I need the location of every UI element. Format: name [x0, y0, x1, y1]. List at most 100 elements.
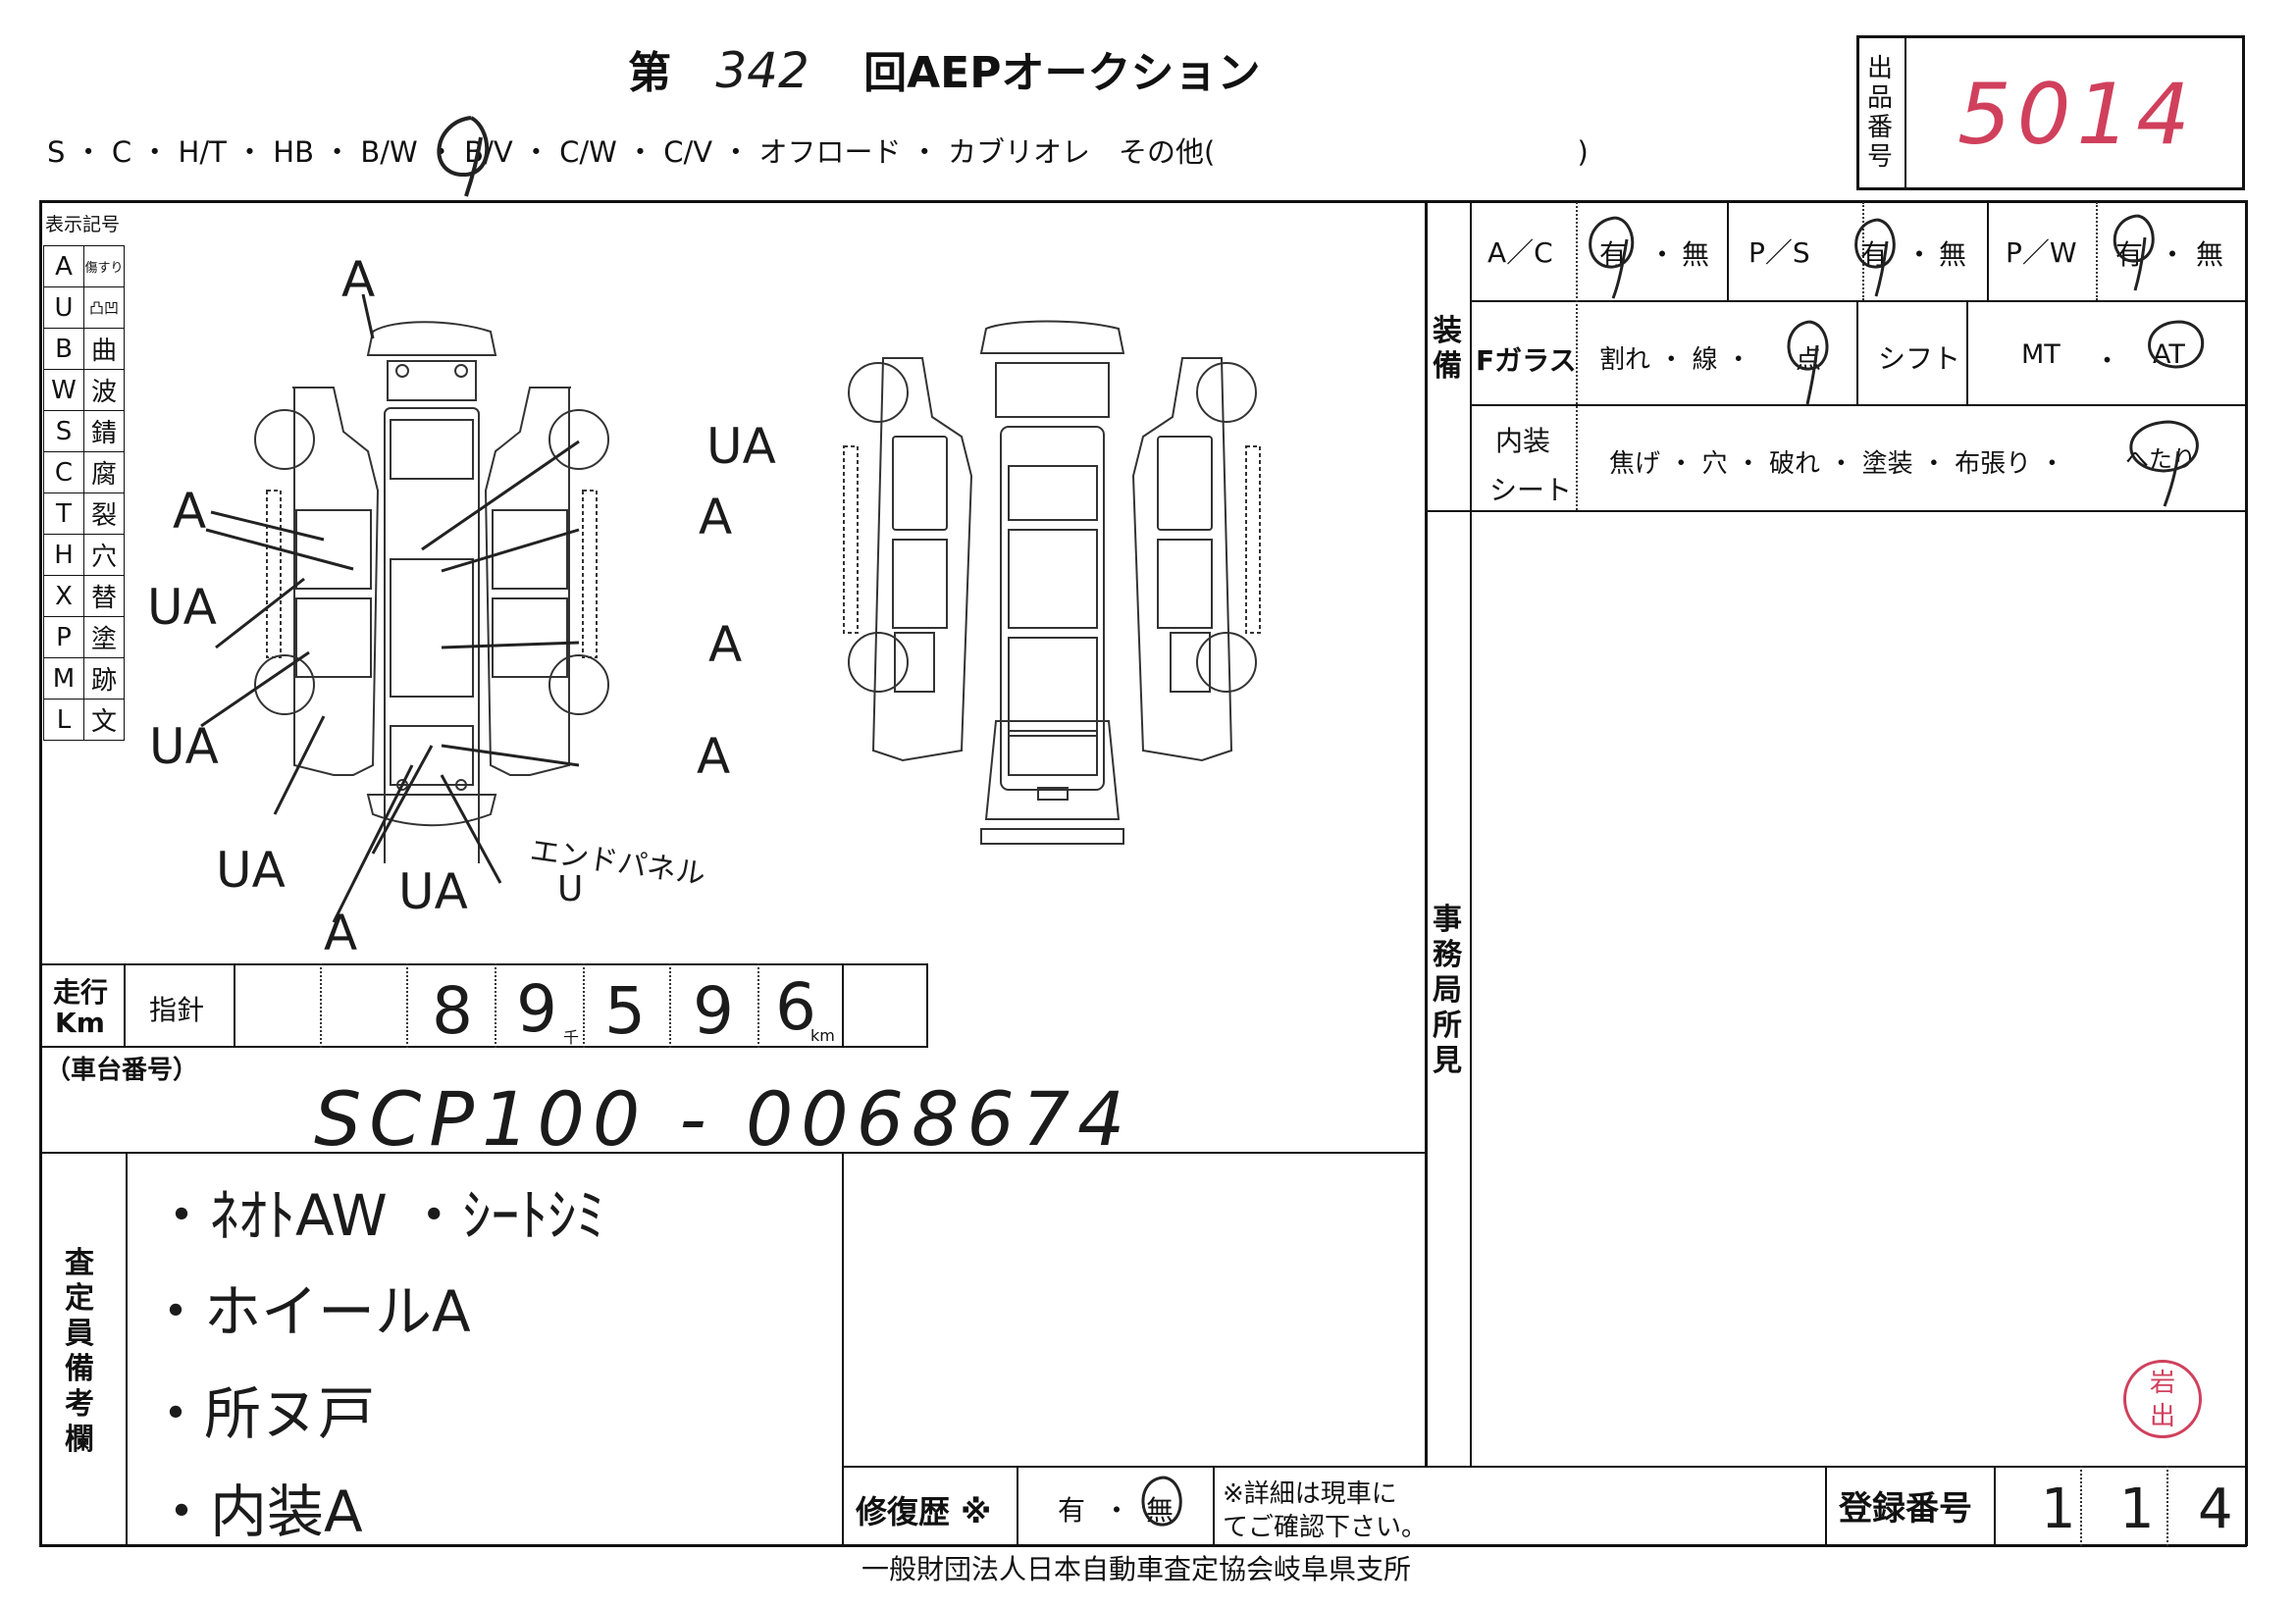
damage-mark: UA: [398, 863, 468, 920]
legend-meaning: 塗: [83, 616, 125, 658]
legend-meaning: 文: [83, 699, 125, 741]
damage-mark: A: [697, 728, 731, 785]
car-diagram-exterior: [254, 321, 609, 863]
legend-code: M: [43, 657, 84, 700]
mileage-digit: 9: [516, 971, 557, 1047]
shift-label: シフト: [1878, 342, 1961, 375]
legend-title: 表示記号: [45, 214, 121, 235]
auction-number: 342: [715, 42, 809, 99]
interior-circle-mark: [2129, 420, 2199, 507]
body-types-close: ): [1577, 135, 1589, 169]
equipment-label: 装備: [1433, 314, 1462, 384]
damage-mark: A: [173, 483, 207, 540]
lot-number-box: 出品番号 5014: [1856, 35, 2245, 190]
remark-line: ・ﾈｵﾄAW ・ｼｰﾄｼﾐ: [153, 1182, 605, 1249]
damage-lines: [200, 293, 580, 923]
lot-number: 5014: [1957, 66, 2196, 164]
bw-circle-mark: [437, 116, 490, 197]
shift-sep: ・: [2094, 346, 2120, 377]
legend-code: P: [43, 616, 84, 658]
legend-code: U: [43, 286, 84, 329]
shift-mt: MT: [2021, 339, 2061, 370]
damage-mark: A: [324, 905, 358, 961]
fglass-circle-mark: [1787, 320, 1829, 405]
ps-circle-mark: [1854, 218, 1896, 297]
auction-title: 第 342 回AEPオークション: [628, 37, 1260, 100]
repair-sep: ・: [1103, 1494, 1131, 1527]
legend-code: T: [43, 492, 84, 535]
legend-code: X: [43, 575, 84, 617]
legend-meaning: 波: [83, 369, 125, 411]
inspector-stamp: 岩出: [2123, 1360, 2202, 1438]
legend-meaning: 跡: [83, 657, 125, 700]
interior-label-2: シート: [1489, 474, 1573, 506]
stamp-text: 岩出: [2149, 1369, 2175, 1431]
chassis-number: SCP100 - 0068674: [314, 1075, 1133, 1163]
remarks-label: 査定員備考欄: [65, 1246, 94, 1457]
legend-meaning: 錆: [83, 410, 125, 452]
km-mark: km: [810, 1026, 835, 1045]
registration-digit: 1: [2041, 1477, 2076, 1541]
damage-mark: UA: [149, 718, 219, 775]
damage-mark: A: [341, 251, 376, 308]
damage-mark: A: [708, 616, 743, 673]
registration-digit: 4: [2198, 1477, 2233, 1541]
mileage-digit: 8: [432, 973, 473, 1049]
legend-meaning: 腐: [83, 451, 125, 493]
pw-label: P／W: [2006, 236, 2077, 269]
damage-mark: UA: [216, 842, 286, 899]
pw-circle-mark: [2113, 214, 2155, 291]
remark-line: ・所ヌ戸: [147, 1380, 376, 1447]
needle-label: 指針: [149, 994, 205, 1026]
legend-code: L: [43, 699, 84, 741]
legend-code: C: [43, 451, 84, 493]
body-types: S ・ C ・ H/T ・ HB ・ B/W ・ B/V ・ C/W ・ C/V…: [47, 135, 1216, 169]
repair-note-1: ※詳細は現車に: [1223, 1479, 1397, 1509]
ps-no: 無: [1939, 238, 1967, 271]
ps-label: P／S: [1748, 236, 1810, 269]
body-type-list: S ・ C ・ H/T ・ HB ・ B/W ・ B/V ・ C/W ・ C/V…: [47, 130, 1589, 171]
mileage-label-1: 走行: [53, 976, 109, 1009]
repair-note-2: てご確認下さい。: [1223, 1513, 1428, 1542]
damage-mark: U: [557, 869, 584, 909]
ps-sep: ・: [1905, 238, 1934, 271]
legend-meaning: 曲: [83, 328, 125, 370]
office-label: 事務局所見: [1433, 903, 1462, 1078]
damage-mark: UA: [147, 579, 217, 636]
pw-sep: ・: [2159, 238, 2187, 271]
repair-label: 修復歴 ※: [856, 1493, 992, 1530]
repair-circle-mark: [1141, 1476, 1182, 1527]
legend-meaning: 凸凹: [83, 286, 125, 329]
fglass-options: 割れ ・ 線 ・: [1599, 345, 1751, 375]
fglass-label: Fガラス: [1476, 344, 1577, 377]
registration-digit: 1: [2119, 1477, 2155, 1541]
footer-org: 一般財団法人日本自動車査定協会岐阜県支所: [861, 1553, 1412, 1585]
legend-code: S: [43, 410, 84, 452]
interior-label-1: 内装: [1495, 425, 1551, 457]
ac-sep: ・: [1648, 238, 1677, 271]
legend-code: H: [43, 534, 84, 576]
legend-meaning: 穴: [83, 534, 125, 576]
legend-meaning: 傷すり: [83, 245, 125, 287]
interior-options: 焦げ ・ 穴 ・ 破れ ・ 塗装 ・ 布張り ・: [1609, 449, 2065, 479]
remark-line: ・ホイールA: [147, 1278, 471, 1345]
ac-circle-mark: [1589, 216, 1635, 299]
ac-no: 無: [1682, 238, 1710, 271]
title-suffix: 回AEPオークション: [863, 48, 1261, 98]
ac-label: A／C: [1487, 236, 1553, 269]
remark-line: ・内装A: [153, 1478, 363, 1545]
car-diagram-interior: [843, 320, 1261, 845]
mileage-digit: 9: [693, 973, 734, 1049]
legend-code: A: [43, 245, 84, 287]
mileage-digit: 6: [775, 969, 816, 1045]
legend-meaning: 裂: [83, 492, 125, 535]
chassis-label: （車台番号）: [45, 1056, 199, 1085]
mileage-label-2: Km: [55, 1007, 105, 1039]
shift-circle-mark: [2148, 320, 2205, 369]
registration-label: 登録番号: [1839, 1489, 1972, 1529]
damage-mark: UA: [706, 418, 776, 475]
pw-no: 無: [2196, 238, 2224, 271]
title-prefix: 第: [628, 48, 671, 98]
legend-code: W: [43, 369, 84, 411]
